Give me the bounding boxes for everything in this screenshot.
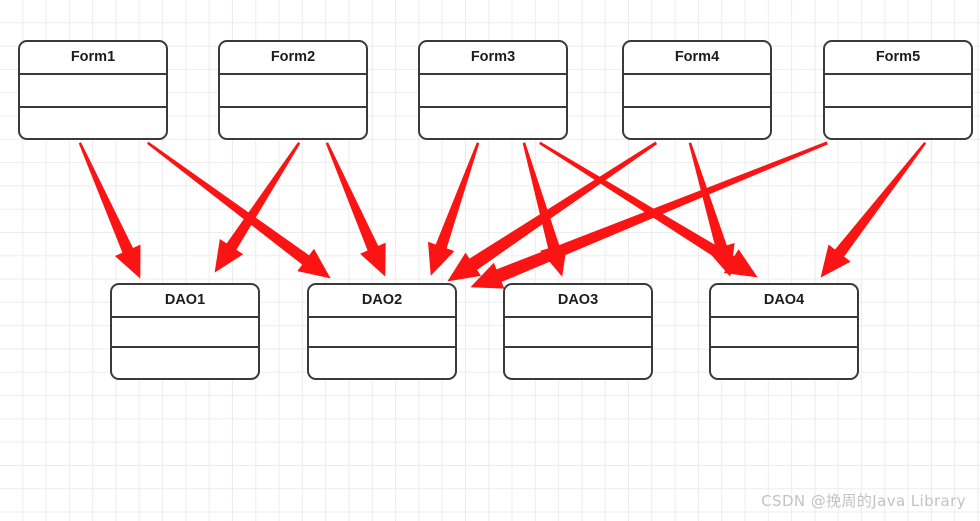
dao-box-dao4[interactable]: DAO4: [709, 283, 859, 380]
dao-box-attributes-row: [711, 318, 857, 348]
form-box-form5[interactable]: Form5: [823, 40, 973, 140]
dao-box-dao2[interactable]: DAO2: [307, 283, 457, 380]
dao-box-dao3[interactable]: DAO3: [503, 283, 653, 380]
dependency-arrow-form2-to-dao2: [325, 142, 386, 277]
form-box-attributes-row: [220, 75, 366, 108]
dependency-arrow-form1-to-dao2: [146, 141, 331, 279]
dependency-arrow-form4-to-dao2: [447, 141, 658, 282]
form-box-attributes-row: [624, 75, 770, 108]
form-box-attributes-row: [20, 75, 166, 108]
dao-box-dao1[interactable]: DAO1: [110, 283, 260, 380]
csdn-watermark: CSDN @挽周的Java Library: [761, 492, 966, 510]
form-box-form4[interactable]: Form4: [622, 40, 772, 140]
dependency-arrow-form1-to-dao1: [78, 142, 141, 279]
dao-box-attributes-row: [309, 318, 455, 348]
form-box-attributes-row: [825, 75, 971, 108]
form-box-attributes-row: [420, 75, 566, 108]
form-box-title: Form3: [420, 42, 566, 75]
form-box-methods-row: [825, 108, 971, 138]
dao-box-attributes-row: [505, 318, 651, 348]
dependency-arrow-form4-to-dao4: [688, 142, 735, 277]
form-box-form1[interactable]: Form1: [18, 40, 168, 140]
form-box-title: Form5: [825, 42, 971, 75]
dao-box-attributes-row: [112, 318, 258, 348]
dao-box-title: DAO3: [505, 285, 651, 318]
dependency-arrow-form3-to-dao3: [522, 142, 568, 277]
dao-box-title: DAO2: [309, 285, 455, 318]
form-box-methods-row: [624, 108, 770, 138]
dependency-arrow-form5-to-dao2: [470, 141, 828, 289]
dao-box-methods-row: [711, 348, 857, 378]
dependency-arrow-form3-to-dao4: [539, 141, 758, 278]
dependency-arrow-form5-to-dao4: [820, 141, 927, 278]
form-box-form2[interactable]: Form2: [218, 40, 368, 140]
form-box-methods-row: [220, 108, 366, 138]
dao-box-title: DAO4: [711, 285, 857, 318]
form-box-form3[interactable]: Form3: [418, 40, 568, 140]
form-box-methods-row: [20, 108, 166, 138]
form-box-methods-row: [420, 108, 566, 138]
form-box-title: Form1: [20, 42, 166, 75]
form-box-title: Form4: [624, 42, 770, 75]
dao-box-methods-row: [112, 348, 258, 378]
dependency-arrow-form3-to-dao2: [428, 142, 480, 276]
form-box-title: Form2: [220, 42, 366, 75]
dao-box-methods-row: [309, 348, 455, 378]
dao-box-title: DAO1: [112, 285, 258, 318]
dao-box-methods-row: [505, 348, 651, 378]
dependency-arrow-form2-to-dao1: [214, 142, 301, 273]
